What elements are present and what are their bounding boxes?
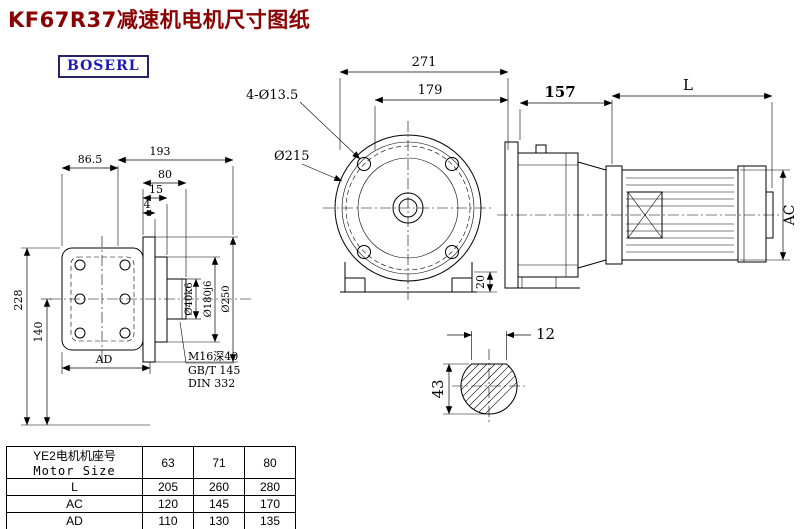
fan-cover	[737, 165, 767, 263]
technical-drawing: 86.5 193 80 15 4 228 140 AD Ø40k6 Ø180j6…	[12, 55, 798, 426]
dim-12-label: 12	[536, 325, 555, 343]
side-extension-lines	[519, 100, 790, 261]
dim-179-label: 179	[418, 83, 443, 98]
breather-plug	[535, 144, 547, 154]
header-label-en: Motor Size	[33, 464, 116, 478]
dia-215-leader	[301, 163, 343, 182]
front-extension-lines	[21, 166, 238, 426]
brand-logo: BOSERL	[58, 55, 149, 78]
dia-180j6-label: Ø180j6	[203, 281, 214, 318]
dim-228-label: 228	[12, 290, 25, 311]
motor-size-table: YE2电机机座号 Motor Size 63 71 80 L 205 260 2…	[6, 446, 296, 529]
row-AD-label: AD	[6, 512, 143, 529]
row-L-value-80: 280	[244, 478, 296, 496]
shaft-hub-circle	[392, 192, 424, 224]
row-AC-label: AC	[6, 495, 143, 513]
bolt-holes-label: 4-Ø13.5	[246, 88, 298, 103]
dim-AC-label: AC	[782, 205, 798, 227]
dim-AD-label: AD	[95, 353, 113, 366]
motor-fins	[626, 177, 734, 253]
flange-centerlines	[323, 121, 494, 300]
dim-20-label: 20	[474, 275, 487, 289]
front-view: 86.5 193 80 15 4 228 140 AD Ø40k6 Ø180j6…	[12, 145, 252, 426]
fan-cover-end-cap	[765, 191, 774, 239]
shaft-end-notes: M16深40 GB/T 145 DIN 332	[179, 321, 240, 390]
table-row-AC: AC 120 145 170	[6, 495, 296, 513]
dim-271-label: 271	[412, 55, 437, 70]
dim-L-label: L	[683, 76, 693, 94]
row-AC-value-63: 120	[142, 495, 194, 513]
bolt-holes-leader	[299, 101, 361, 160]
frame-size-63-cell: 63	[142, 446, 194, 479]
input-shaft-circle	[398, 198, 418, 218]
header-motor-size-cell: YE2电机机座号 Motor Size	[6, 446, 143, 479]
flange-raised-face-circle	[341, 141, 475, 275]
housing-boss-circle	[357, 157, 459, 259]
frame-size-80-cell: 80	[244, 446, 296, 479]
gearbox-side	[517, 152, 579, 278]
dim-15-label: 15	[149, 183, 163, 196]
row-AC-value-71: 145	[193, 495, 245, 513]
row-L-value-71: 260	[193, 478, 245, 496]
flange-spigot	[154, 256, 168, 343]
flange-bolt-holes	[357, 157, 459, 259]
note-din-standard: DIN 332	[188, 377, 235, 390]
header-label-cn: YE2电机机座号	[33, 449, 116, 463]
dim-140-label: 140	[32, 322, 45, 343]
row-L-value-63: 205	[142, 478, 194, 496]
flange-view: 271 179 4-Ø13.5 Ø215 20	[246, 55, 509, 300]
bolt-circle	[345, 145, 471, 271]
shaft-section-view: 12 43	[429, 325, 555, 425]
dim-193-label: 193	[150, 145, 171, 158]
frame-size-71-cell: 71	[193, 446, 245, 479]
row-L-label: L	[6, 478, 143, 496]
note-gb-standard: GB/T 145	[188, 364, 240, 377]
front-bolt-holes	[74, 259, 131, 339]
page-title: KF67R37减速机电机尺寸图纸	[8, 8, 311, 32]
terminal-section	[627, 191, 663, 239]
row-AD-value-80: 135	[244, 512, 296, 529]
section-extension-lines	[443, 331, 507, 415]
dia-250-label: Ø250	[221, 285, 232, 312]
housing-inner-profile	[70, 256, 135, 342]
gearbox-feet	[505, 277, 580, 289]
row-AD-value-71: 130	[193, 512, 245, 529]
dim-86-5-label: 86.5	[78, 153, 103, 166]
output-shaft	[166, 278, 187, 320]
row-AD-value-63: 110	[142, 512, 194, 529]
housing-base	[340, 262, 477, 293]
side-view: 157 L AC	[497, 76, 798, 289]
flange-outer-circle	[334, 134, 482, 282]
dim-80-label: 80	[158, 168, 172, 181]
flange-extension-lines	[339, 78, 509, 293]
section-centerlines	[452, 349, 526, 425]
dim-43-label: 43	[429, 379, 447, 398]
output-flange-disc	[142, 236, 156, 363]
dia-40k6-label: Ø40k6	[184, 282, 195, 315]
dia-215-label: Ø215	[274, 149, 309, 164]
brand-text: BOSERL	[67, 58, 140, 74]
dim-4-label: 4	[144, 198, 151, 211]
row-AC-value-80: 170	[244, 495, 296, 513]
note-tapped-hole: M16深40	[188, 350, 238, 363]
table-row-AD: AD 110 130 135	[6, 512, 296, 529]
dim-157-label: 157	[544, 83, 575, 101]
table-row-L: L 205 260 280	[6, 478, 296, 496]
table-header-row: YE2电机机座号 Motor Size 63 71 80	[6, 446, 296, 479]
